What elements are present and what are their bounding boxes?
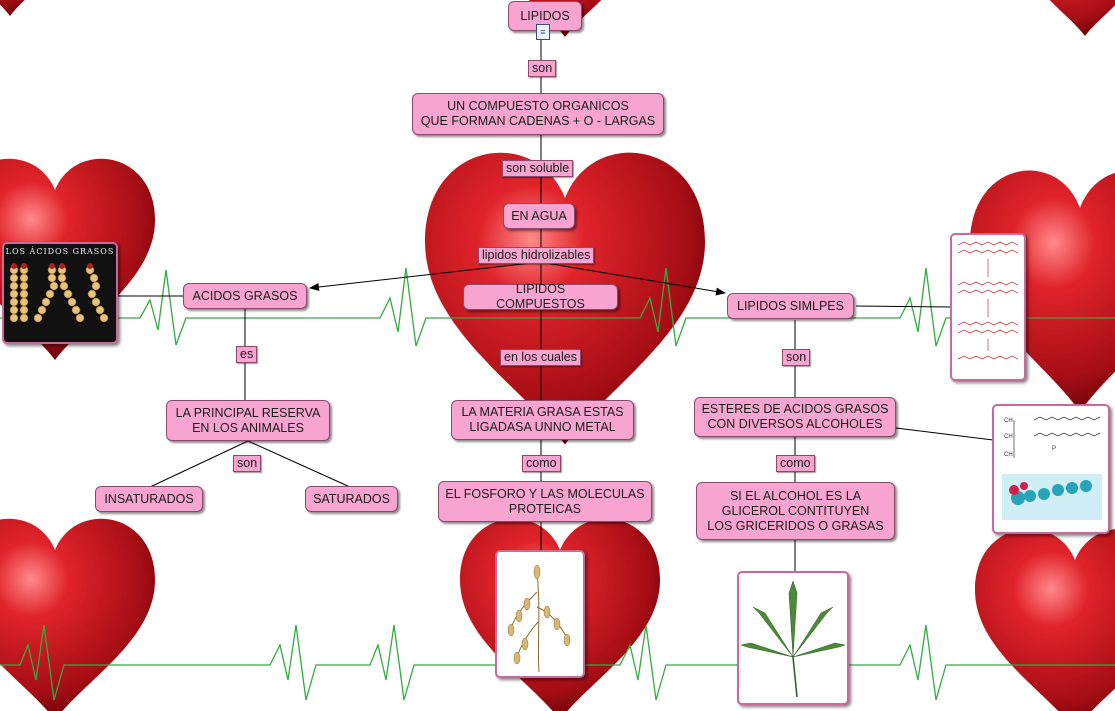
link-label-son-2[interactable]: son <box>782 349 811 366</box>
lipid-structure-illustration <box>957 241 1019 360</box>
link-label-son-3[interactable]: son <box>233 455 262 472</box>
fatty-acids-image-title: LOS ÁCIDOS GRASOS <box>5 247 115 256</box>
svg-text:P: P <box>1052 446 1056 452</box>
ecg-line-middle <box>0 267 1115 347</box>
node-lipidos-compuestos[interactable]: LIPIDOS COMPUESTOS <box>463 282 618 311</box>
node-en-agua[interactable]: EN AGUA <box>503 203 575 229</box>
node-insaturados[interactable]: INSATURADOS <box>95 486 203 512</box>
link-label-son-1[interactable]: son <box>528 60 557 77</box>
plant-image <box>495 550 585 678</box>
node-glicerol[interactable]: SI EL ALCOHOL ES LA GLICEROL CONTITUYEN … <box>696 482 895 540</box>
node-lipidos-simples[interactable]: LIPIDOS SIMLPES <box>727 293 854 319</box>
node-compuesto-organico[interactable]: UN COMPUESTO ORGANICOS QUE FORMAN CADENA… <box>412 93 664 135</box>
svg-text:CH: CH <box>1004 418 1013 424</box>
document-icon[interactable]: ≡ <box>536 24 550 40</box>
link-label-como-2[interactable]: como <box>776 455 815 472</box>
node-fosforo[interactable]: EL FOSFORO Y LAS MOLECULAS PROTEICAS <box>438 481 652 522</box>
phospholipid-illustration: CH CH CH P <box>1002 416 1102 520</box>
link-label-lipidos-hidrolizables[interactable]: lipidos hidrolizables <box>478 247 595 264</box>
node-materia-grasa[interactable]: LA MATERIA GRASA ESTAS LIGADASA UNNO MET… <box>451 400 634 440</box>
ecg-line-bottom <box>0 624 1115 701</box>
leaf-image <box>737 571 849 705</box>
node-principal-reserva[interactable]: LA PRINCIPAL RESERVA EN LOS ANIMALES <box>166 400 330 441</box>
link-label-en-los-cuales[interactable]: en los cuales <box>500 349 581 366</box>
phospholipid-image: CH CH CH P <box>992 404 1110 534</box>
leaf-illustration <box>740 580 846 698</box>
svg-text:CH: CH <box>1004 434 1013 440</box>
node-acidos-grasos[interactable]: ACIDOS GRASOS <box>183 283 307 309</box>
link-label-es[interactable]: es <box>236 346 258 363</box>
oat-plant-illustration <box>507 564 571 673</box>
svg-text:CH: CH <box>1004 452 1013 458</box>
fatty-acid-chains-illustration <box>9 263 109 323</box>
lipid-structure-image <box>950 233 1026 381</box>
node-saturados[interactable]: SATURADOS <box>305 486 398 512</box>
fatty-acids-image: LOS ÁCIDOS GRASOS <box>2 242 118 344</box>
link-label-son-soluble[interactable]: son soluble <box>502 160 574 177</box>
node-esteres[interactable]: ESTERES DE ACIDOS GRASOS CON DIVERSOS AL… <box>694 397 896 437</box>
link-label-como-1[interactable]: como <box>522 455 561 472</box>
